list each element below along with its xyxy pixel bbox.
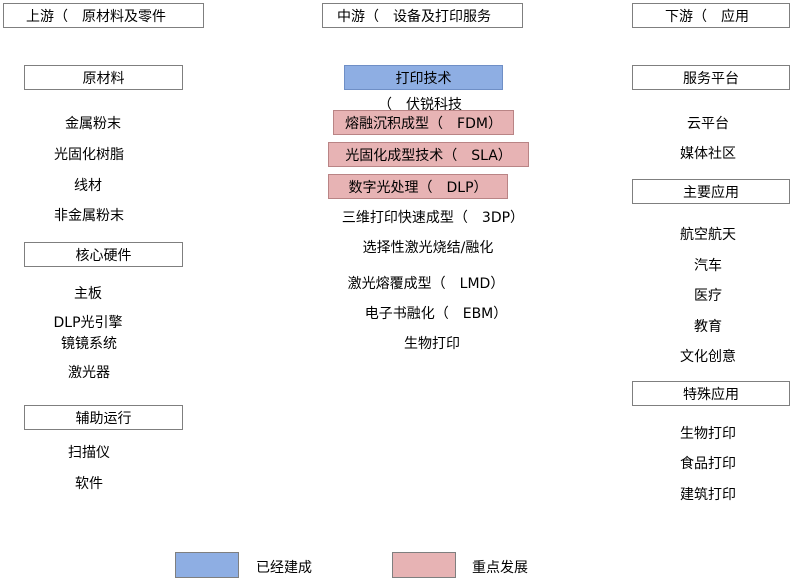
list-item: 航空航天 bbox=[680, 227, 736, 243]
list-item: 汽车 bbox=[694, 258, 722, 274]
section-title: 原材料 bbox=[82, 70, 125, 87]
tech-item: 激光熔覆成型（ LMD） bbox=[347, 276, 505, 292]
upstream-header-label: 上游（ 原材料及零件 bbox=[26, 8, 166, 25]
section-title: 服务平台 bbox=[683, 70, 739, 87]
list-item: 生物打印 bbox=[680, 426, 736, 442]
midstream-header-label: 中游（ 设备及打印服务 bbox=[337, 8, 491, 25]
tech-item: 电子书融化（ EBM） bbox=[364, 306, 508, 322]
list-item: 非金属粉末 bbox=[54, 208, 124, 224]
section-title: 辅助运行 bbox=[75, 410, 132, 427]
list-item: 媒体社区 bbox=[680, 146, 736, 162]
list-item: 光固化树脂 bbox=[54, 147, 124, 163]
upstream-section-core-hardware: 核心硬件 bbox=[24, 242, 183, 267]
legend-label-focus: 重点发展 bbox=[472, 560, 528, 576]
tech-fdm: 熔融沉积成型（ FDM） bbox=[333, 110, 514, 135]
list-item: 扫描仪 bbox=[68, 445, 110, 461]
list-item: 食品打印 bbox=[680, 456, 736, 472]
list-item: 教育 bbox=[694, 319, 722, 335]
list-item: 云平台 bbox=[687, 116, 729, 132]
legend-swatch-built bbox=[175, 552, 239, 578]
tech-label: 熔融沉积成型（ FDM） bbox=[345, 115, 502, 132]
list-item: 主板 bbox=[74, 286, 102, 302]
legend-swatch-focus bbox=[392, 552, 456, 578]
list-item: 镜镜系统 bbox=[61, 336, 117, 352]
section-title: 主要应用 bbox=[683, 184, 739, 201]
tech-item: 选择性激光烧结/融化 bbox=[362, 240, 494, 256]
midstream-header: 中游（ 设备及打印服务 bbox=[322, 3, 523, 28]
list-item: 建筑打印 bbox=[680, 487, 736, 503]
upstream-section-raw-materials: 原材料 bbox=[24, 65, 183, 90]
upstream-header: 上游（ 原材料及零件 bbox=[3, 3, 204, 28]
tech-label: 光固化成型技术（ SLA） bbox=[345, 147, 512, 164]
section-title: 特殊应用 bbox=[683, 386, 739, 403]
tech-label: 数字光处理（ DLP） bbox=[348, 179, 488, 196]
section-title: 打印技术 bbox=[395, 70, 452, 87]
list-item: 软件 bbox=[75, 476, 103, 492]
downstream-section-main: 主要应用 bbox=[632, 179, 790, 204]
downstream-section-special: 特殊应用 bbox=[632, 381, 790, 406]
list-item: DLP光引擎 bbox=[53, 315, 123, 331]
upstream-section-auxiliary: 辅助运行 bbox=[24, 405, 183, 430]
midstream-subtitle: （ 伏锐科技 bbox=[378, 97, 462, 113]
midstream-section-print-tech: 打印技术 bbox=[344, 65, 503, 90]
downstream-header: 下游（ 应用 bbox=[632, 3, 790, 28]
list-item: 医疗 bbox=[694, 288, 722, 304]
tech-item: 三维打印快速成型（ 3DP） bbox=[341, 210, 525, 226]
tech-sla: 光固化成型技术（ SLA） bbox=[328, 142, 529, 167]
legend-label-built: 已经建成 bbox=[256, 560, 312, 576]
tech-item: 生物打印 bbox=[404, 336, 460, 352]
list-item: 文化创意 bbox=[680, 349, 736, 365]
list-item: 线材 bbox=[74, 178, 102, 194]
downstream-section-service: 服务平台 bbox=[632, 65, 790, 90]
list-item: 激光器 bbox=[68, 365, 110, 381]
tech-dlp: 数字光处理（ DLP） bbox=[328, 174, 508, 199]
downstream-header-label: 下游（ 应用 bbox=[665, 8, 749, 25]
list-item: 金属粉末 bbox=[65, 116, 121, 132]
section-title: 核心硬件 bbox=[75, 247, 132, 264]
